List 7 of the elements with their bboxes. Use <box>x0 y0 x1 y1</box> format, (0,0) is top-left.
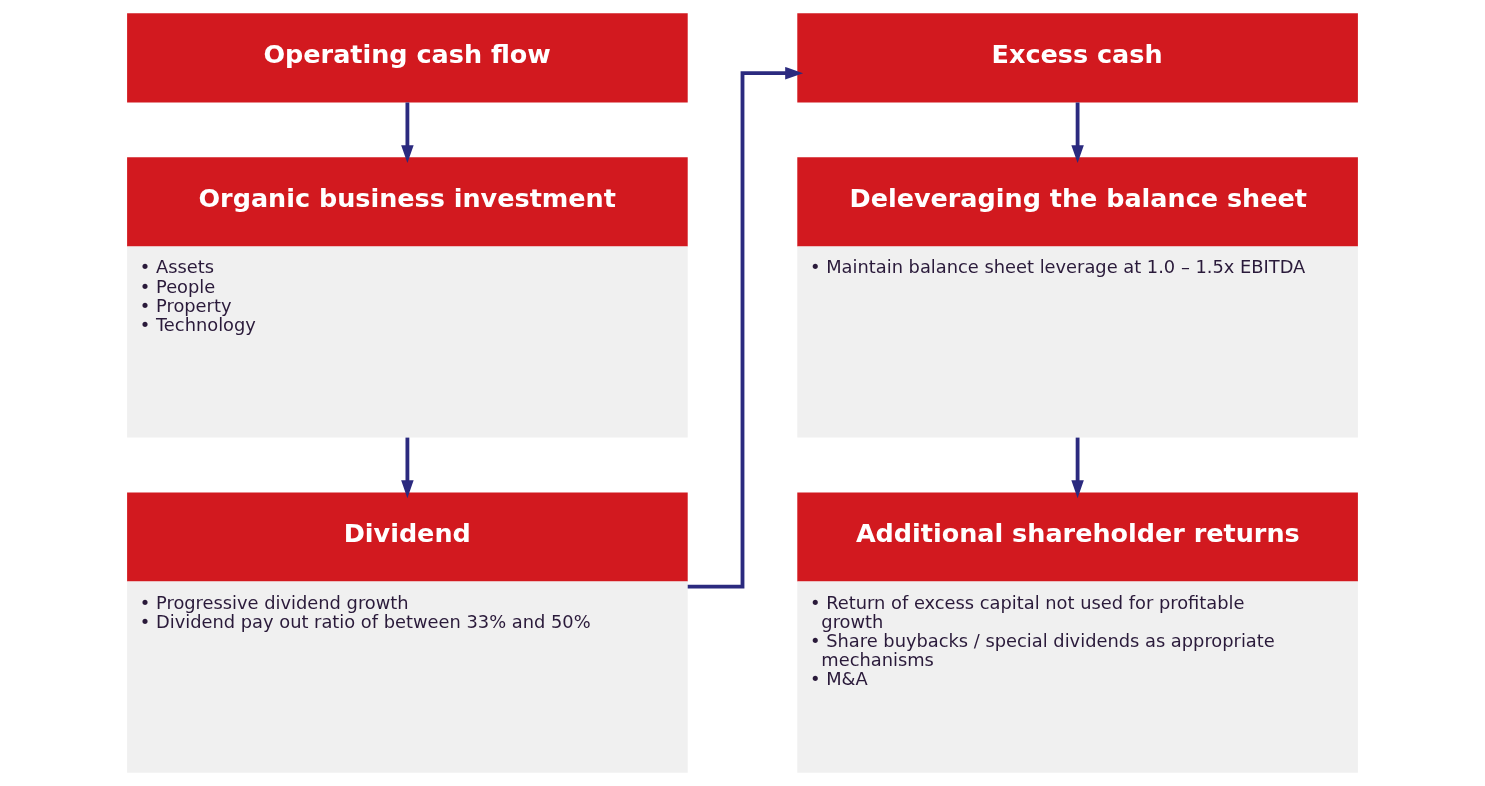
arrow <box>401 437 414 499</box>
arrow <box>401 102 414 164</box>
arrow <box>687 66 804 589</box>
arrow <box>1071 437 1084 499</box>
node-box: Operating cash flow <box>127 13 688 103</box>
arrow <box>1071 102 1084 164</box>
node-box: Excess cash <box>797 13 1358 103</box>
